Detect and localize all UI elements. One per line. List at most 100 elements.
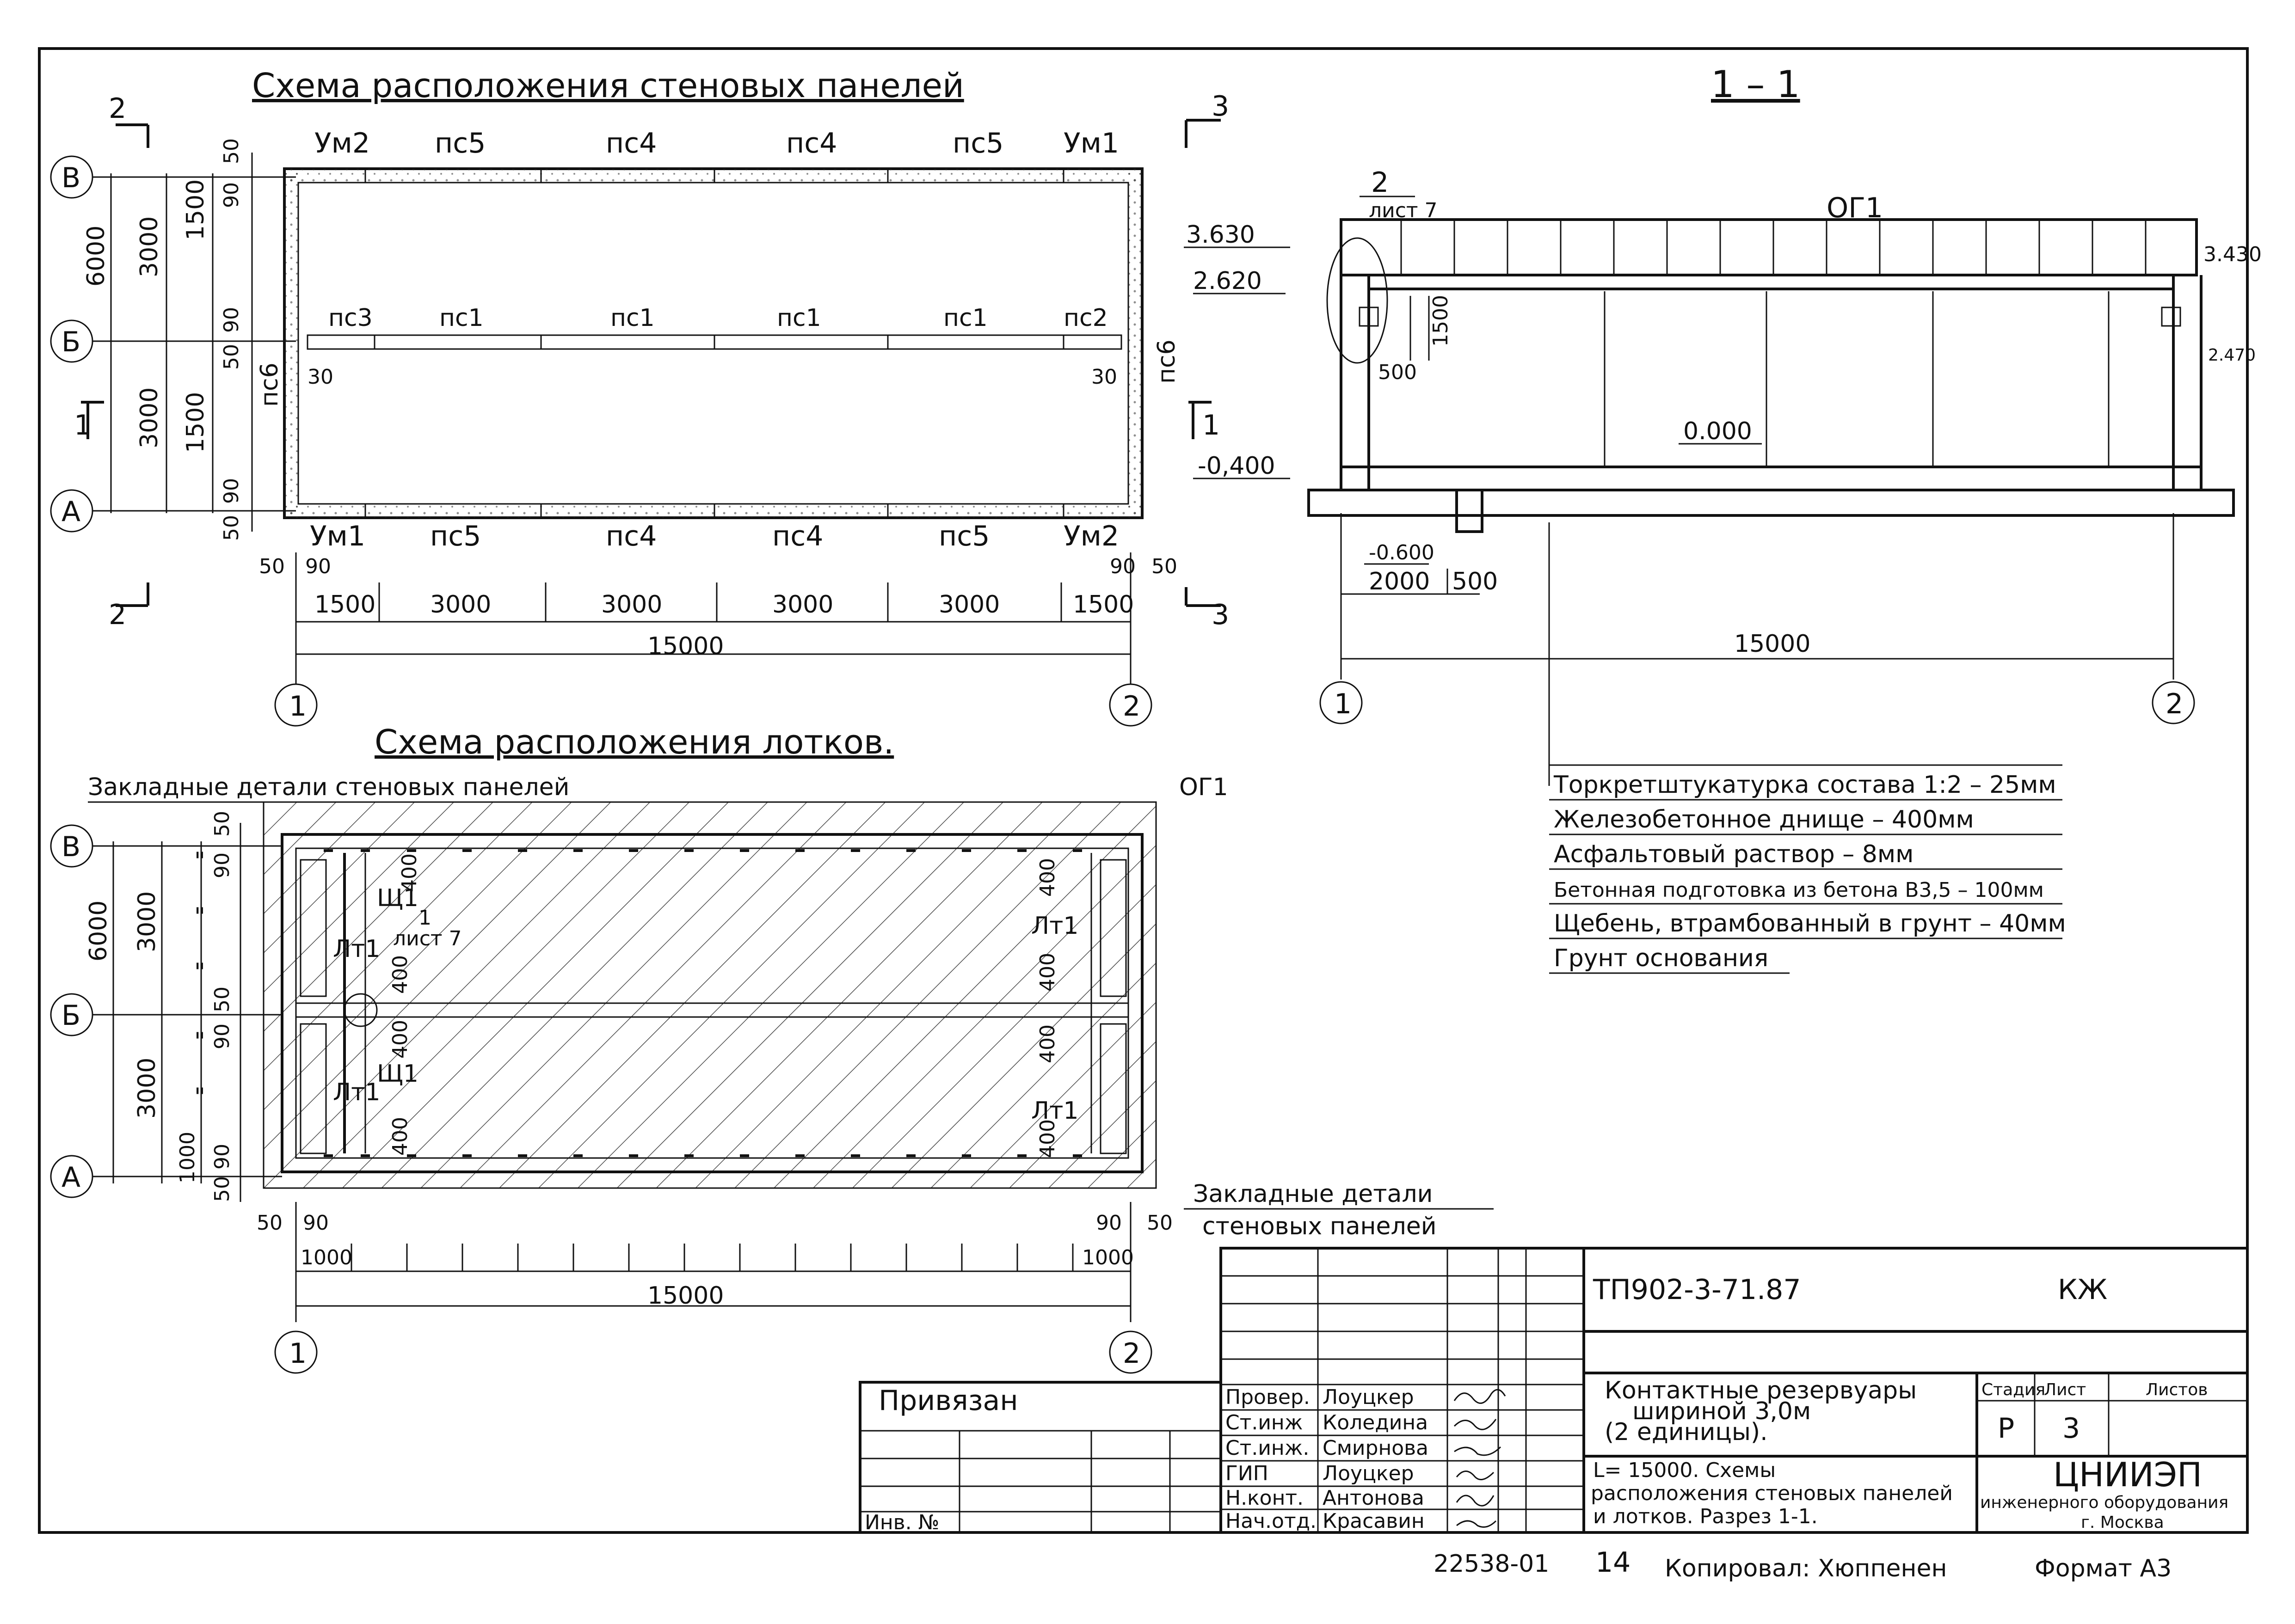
sheet-value: 3 [2062,1412,2080,1445]
dim-400: 400 [398,853,421,892]
axis-bubble-2 [2152,681,2195,724]
offset-label: 30 [308,365,333,389]
role-label: ГИП [1225,1462,1268,1485]
dim-small: 90 [220,182,243,208]
elevation-label: 0.000 [1683,417,1752,445]
stage-header: Стадия [1981,1380,2045,1399]
dim-small: 90 [210,1144,234,1170]
axis-bubble-2 [1109,683,1152,727]
panel-label: пс1 [439,304,484,332]
floor-layers-table: Торкретштукатурка состава 1:2 – 25мм Жел… [1549,764,2066,974]
axis-label-b: Б [62,326,80,358]
layer-row: Асфальтовый раствор – 8мм [1554,840,1914,868]
panel-label: пс4 [772,520,823,552]
layer-row: Бетонная подготовка из бетона В3,5 – 100… [1554,878,2044,902]
elevation-label: -0,400 [1198,452,1275,480]
panel-label: пс5 [430,520,481,552]
dim-small: 50 [257,1211,283,1235]
ditto-mark: " [194,958,205,986]
axis-label-b: Б [62,999,80,1032]
axis-label-a: А [62,1161,80,1194]
node-ref-sheet: лист 7 [1369,199,1438,222]
axis-bubble-2 [1109,1330,1152,1374]
layer-row: Торкретштукатурка состава 1:2 – 25мм [1553,771,2056,799]
shield-label: Щ1 [377,1060,418,1088]
panel-label: пс2 [1064,304,1108,332]
dim-6000: 6000 [82,226,110,287]
section-1-1: 1 – 1 ОГ1 [1184,63,2262,786]
dim-bottom: 3000 [939,591,1000,619]
ditto-mark: " [194,1083,205,1111]
organization-city: г. Москва [2081,1513,2164,1532]
shield-label: Щ1 [377,884,418,912]
page-number: 14 [1595,1546,1630,1579]
axis-label-1: 1 [289,1337,307,1370]
dim-small: 50 [220,515,243,541]
dim-bottom: 1500 [314,591,375,619]
dim-small: 50 [210,811,234,837]
tray-label: Лт1 [1031,912,1078,940]
section-mark-2-top: 2 [109,92,126,125]
dim-label: 500 [1378,361,1417,384]
dim-400: 400 [1036,953,1059,992]
dim-small: 90 [210,852,234,878]
panel-label: пс1 [610,304,655,332]
elevation-label: 3.630 [1186,221,1255,249]
document-code: ТП902-3-71.87 [1593,1274,1801,1306]
node-callout [344,993,378,1027]
dim-bottom: 3000 [772,591,833,619]
axis-label-1: 1 [1334,688,1352,720]
role-label: Н.конт. [1225,1486,1304,1510]
name-label: Антонова [1323,1486,1424,1510]
dim-400: 400 [388,955,412,994]
panel-label: пс5 [939,520,990,552]
dim-3000-top: 3000 [133,891,161,952]
role-label: Ст.инж [1225,1411,1303,1434]
document-mark: КЖ [2058,1274,2107,1306]
dim-small: 50 [220,138,243,164]
section-mark-1-left: 1 [74,409,92,441]
dim-400: 400 [1036,1024,1059,1063]
node-ref-num: 1 [418,906,431,930]
dim-small: 50 [210,987,234,1012]
dim-small: 90 [1110,555,1136,578]
tray-label: Лт1 [333,935,380,963]
slab-label: ОГ1 [1179,773,1228,801]
panel-label: пс1 [943,304,988,332]
panel-label: Ум2 [1064,520,1119,552]
axis-label-v: В [62,831,80,863]
name-label: Лоуцкер [1323,1385,1414,1409]
dim-1500-top: 1500 [182,179,209,240]
sheet-header: Лист [2044,1380,2086,1399]
embedded-parts-label: Закладные детали стеновых панелей [88,773,569,801]
layer-row: Грунт основания [1554,944,1768,972]
slab-label: ОГ1 [1827,192,1883,224]
dim-1500-bottom: 1500 [182,392,209,453]
axis-label-v: В [62,162,80,194]
signatures [1453,1389,1506,1528]
project-title: (2 единицы). [1605,1418,1768,1446]
dim-small: 90 [220,478,243,504]
dim-small: 90 [210,1023,234,1049]
dim-small: 90 [220,307,243,333]
sheet-description: и лотков. Разрез 1-1. [1593,1505,1818,1528]
ditto-mark: " [194,1028,205,1055]
section-mark-2-bottom: 2 [109,599,126,631]
dim-small: 50 [259,555,285,578]
title-block: Привязан Инв. № Провер. Ст.инж Ст.инж. Г… [859,1247,2249,1534]
dim-1000: 1000 [176,1132,199,1183]
tied-label: Привязан [879,1385,1018,1417]
dim-400: 400 [388,1020,412,1059]
panel-label: пс5 [435,127,486,159]
elevation-label: 2.620 [1193,267,1262,295]
embedded-parts-label: Закладные детали [1193,1180,1433,1208]
dim-total: 15000 [647,632,724,660]
dim-bottom: 3000 [601,591,662,619]
elevation-label: 2.470 [2208,346,2256,365]
sheets-header: Листов [2146,1380,2208,1399]
organization-name: инженерного оборудования [1980,1493,2228,1512]
axis-label-2: 2 [1123,1337,1140,1370]
dim-400: 400 [1036,858,1059,897]
axis-label-2: 2 [1123,690,1140,723]
name-label: Красавин [1323,1509,1425,1533]
